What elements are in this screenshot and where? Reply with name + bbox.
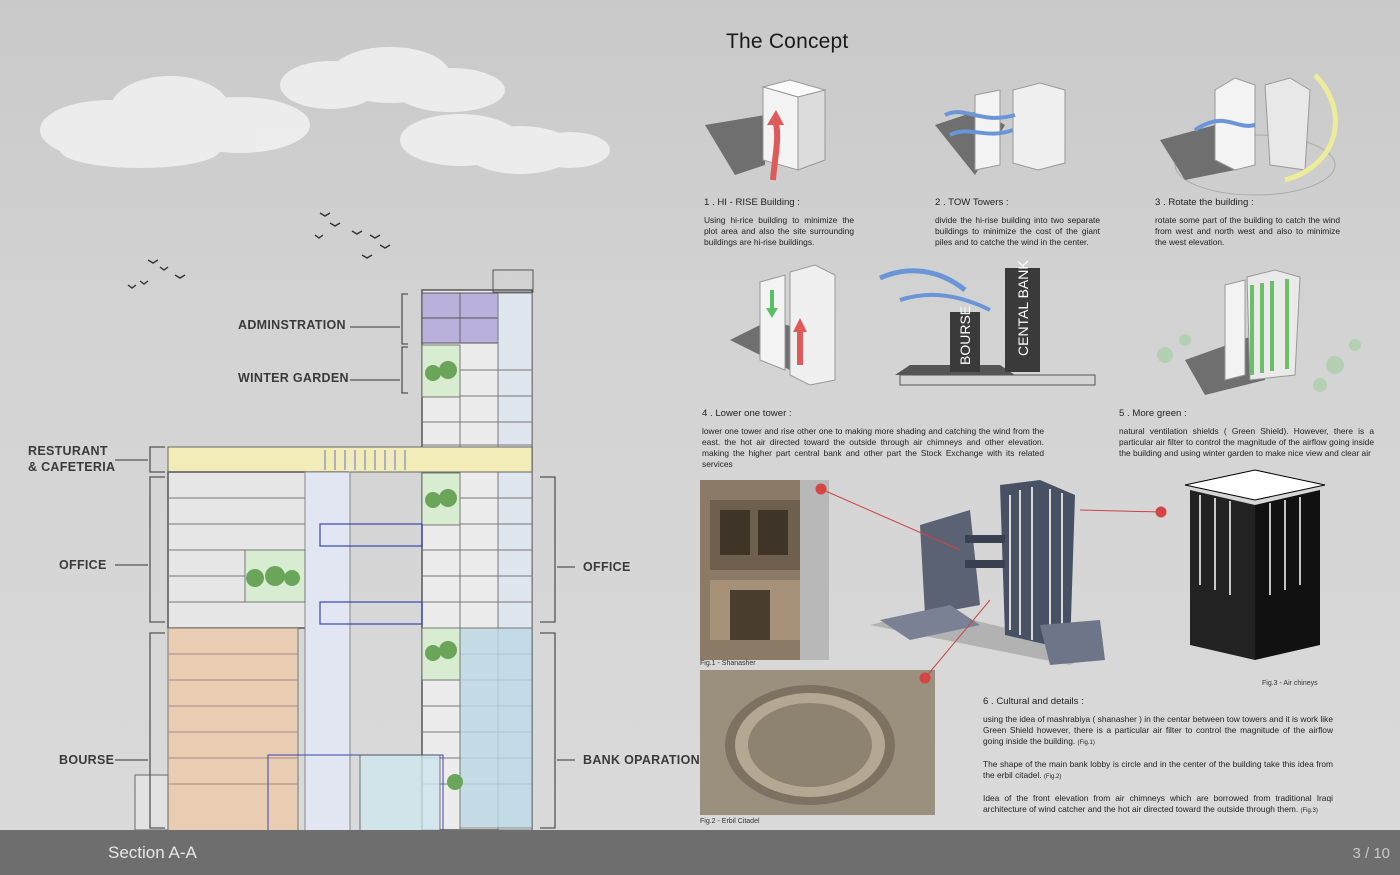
birds xyxy=(127,212,391,289)
step-3: 3 . Rotate the building : rotate some pa… xyxy=(1155,197,1340,248)
step-5-title: 5 . More green : xyxy=(1119,408,1187,419)
diagram-blocks: BOURSE CENTAL BANK xyxy=(879,260,1096,386)
step-4: 4 . Lower one tower : lower one tower an… xyxy=(702,408,1044,470)
fig1-caption: Fig.1 - Shanasher xyxy=(700,660,756,667)
tower-right xyxy=(421,269,534,831)
step-4-title: 4 . Lower one tower : xyxy=(702,408,792,419)
label-administration: ADMINSTRATION xyxy=(238,318,346,332)
step-6-title: 6 . Cultural and details : xyxy=(983,696,1084,707)
label-office-left: OFFICE xyxy=(59,558,107,572)
erbil-citadel-photo xyxy=(700,670,935,815)
step-1-body: Using hi-rice building to minimize the p… xyxy=(704,215,854,247)
wind-catcher-drawing xyxy=(1184,469,1326,660)
step-2-title: 2 . TOW Towers : xyxy=(935,197,1009,208)
label-restaurant-line1: RESTURANT xyxy=(28,444,108,458)
tower-left xyxy=(134,471,444,834)
step-4-body: lower one tower and rise other one to ma… xyxy=(702,426,1044,469)
step-6-para3-ref: (Fig.3) xyxy=(1300,808,1318,814)
step-6-para1: using the idea of mashrabiya ( shanasher… xyxy=(983,714,1333,749)
diagram-lower-tower xyxy=(730,264,836,386)
step-1-title: 1 . HI - RISE Building : xyxy=(704,197,800,208)
step-6-para2-text: The shape of the main bank lobby is circ… xyxy=(983,759,1333,780)
label-bank-operation: BANK OPARATION xyxy=(583,753,700,767)
bourse-block-text: BOURSE xyxy=(957,306,973,365)
bank-block-text: CENTAL BANK xyxy=(1015,260,1031,356)
fig2-caption: Fig.2 - Erbil Citadel xyxy=(700,818,760,825)
footer-bar xyxy=(0,830,1400,875)
step-6-para3: Idea of the front elevation from air chi… xyxy=(983,793,1333,817)
diagram-two-towers xyxy=(935,82,1066,175)
step-2: 2 . TOW Towers : divide the hi-rise buil… xyxy=(935,197,1100,248)
step-2-body: divide the hi-rise building into two sep… xyxy=(935,215,1100,247)
step-6: 6 . Cultural and details : using the ide… xyxy=(983,696,1333,817)
step-3-body: rotate some part of the building to catc… xyxy=(1155,215,1340,247)
step-5: 5 . More green : natural ventilation shi… xyxy=(1119,408,1374,459)
diagram-hi-rise xyxy=(705,79,827,181)
label-restaurant-line2: & CAFETERIA xyxy=(28,460,116,474)
shanasher-photo xyxy=(700,480,829,660)
label-bourse: BOURSE xyxy=(59,753,115,767)
label-winter-garden: WINTER GARDEN xyxy=(238,371,349,385)
step-6-para1-ref: (Fig.1) xyxy=(1077,740,1095,746)
section-title: Section A-A xyxy=(108,843,197,862)
trees xyxy=(246,361,463,790)
step-6-para2: The shape of the main bank lobby is circ… xyxy=(983,759,1333,783)
step-6-para2-ref: (Fig.2) xyxy=(1044,774,1062,780)
step-6-para3-text: Idea of the front elevation from air chi… xyxy=(983,793,1333,814)
page-number: 3 / 10 xyxy=(1352,845,1390,862)
clouds xyxy=(40,47,610,174)
building-rendering xyxy=(870,480,1105,665)
diagram-rotate xyxy=(1160,73,1338,196)
step-1: 1 . HI - RISE Building : Using hi-rice b… xyxy=(704,197,854,248)
fig3-caption: Fig.3 - Air chineys xyxy=(1262,680,1318,687)
page-title: The Concept xyxy=(726,30,849,53)
section-drawing xyxy=(115,269,575,834)
label-office-right: OFFICE xyxy=(583,560,631,574)
diagram-green xyxy=(1157,269,1361,395)
step-6-para1-text: using the idea of mashrabiya ( shanasher… xyxy=(983,714,1333,746)
callout-lines xyxy=(815,483,1167,684)
step-5-body: natural ventilation shields ( Green Shie… xyxy=(1119,426,1374,458)
step-3-title: 3 . Rotate the building : xyxy=(1155,197,1254,208)
restaurant-band xyxy=(167,446,533,473)
